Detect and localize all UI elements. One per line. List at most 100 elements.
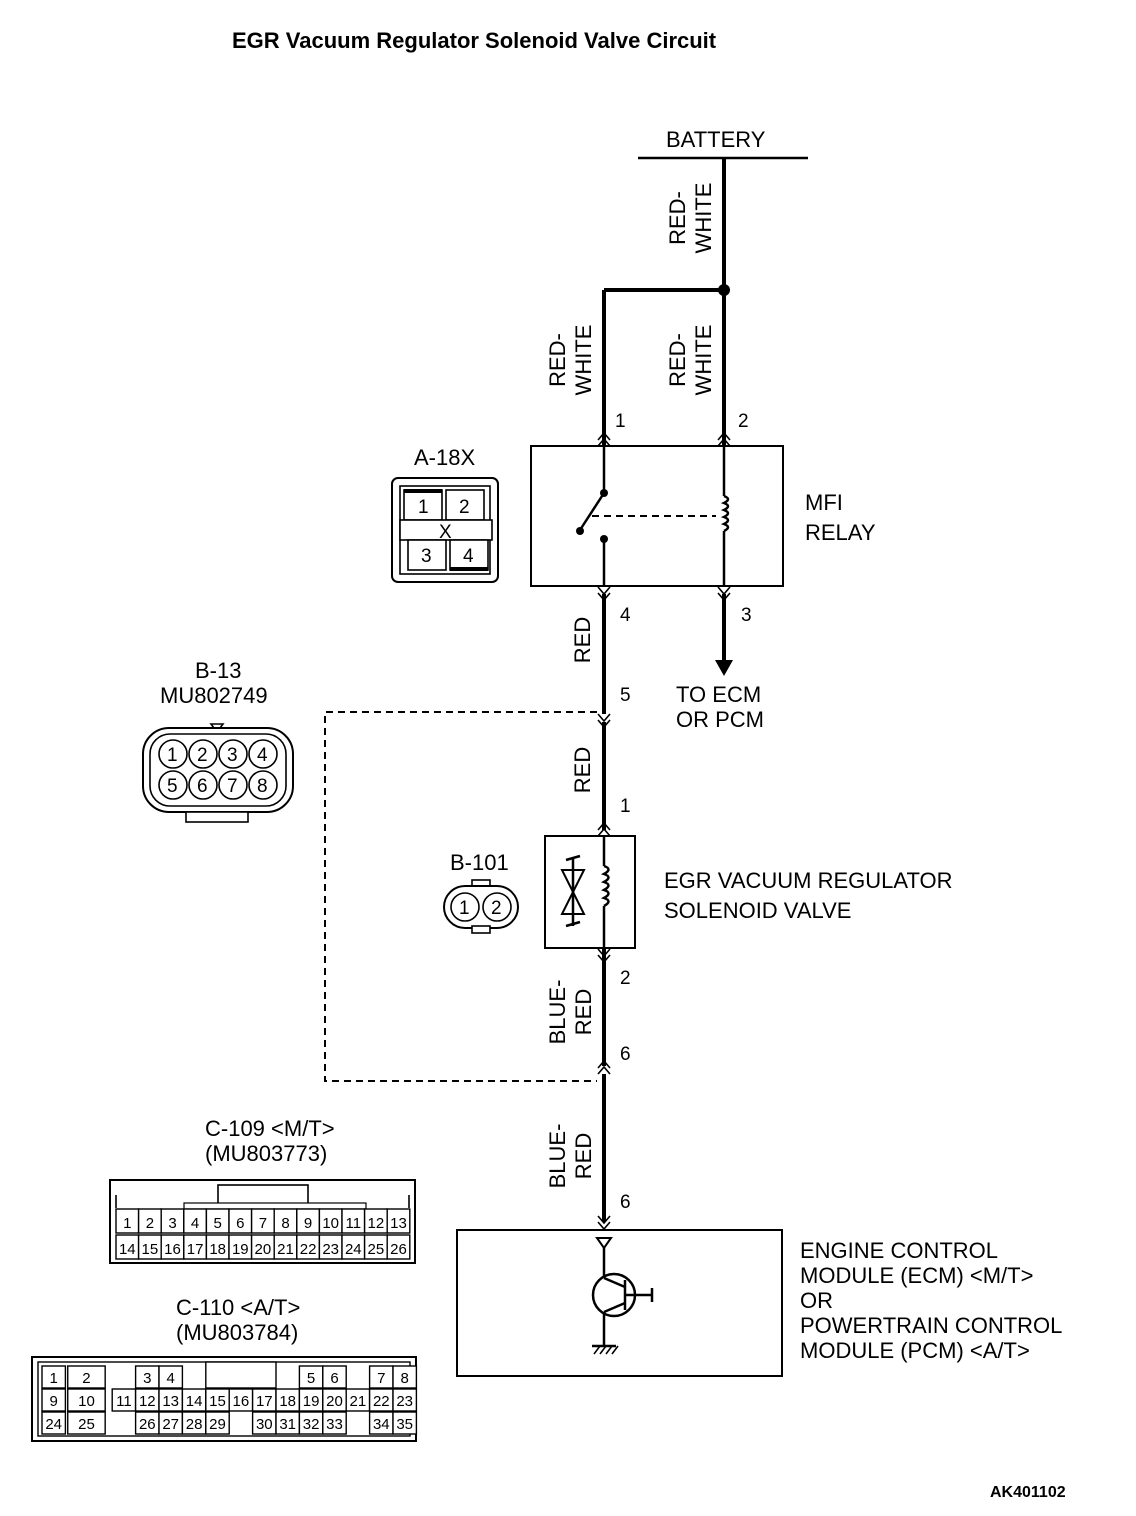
connector-pin: 2 <box>82 1370 90 1387</box>
mfi-relay: MFI RELAY <box>530 445 876 587</box>
connector-b101: B-101 1 2 <box>443 850 519 934</box>
relay-contact <box>576 527 584 535</box>
wire-battery-feed <box>602 158 730 445</box>
connector-pin: 32 <box>303 1416 320 1433</box>
connector-pin: 34 <box>373 1416 390 1433</box>
connector-pin: 26 <box>139 1416 156 1433</box>
connector-pin: 21 <box>350 1393 367 1410</box>
coil-icon <box>600 864 610 908</box>
wire-to-ecm: TO ECM OR PCM <box>676 594 764 732</box>
connector-name: A-18X <box>414 445 475 470</box>
valve-name-line1: EGR VACUUM REGULATOR <box>664 868 952 893</box>
connector-pin: 22 <box>373 1393 390 1410</box>
connector-a18x: A-18X 1 2 X 3 4 <box>391 445 499 583</box>
connector-cavity <box>392 1365 418 1389</box>
connector-pin: 10 <box>78 1393 95 1410</box>
connector-pin: 8 <box>257 776 268 797</box>
connector-part-number: (MU803773) <box>205 1141 327 1166</box>
connector-pin: 19 <box>303 1393 320 1410</box>
wire-label-relay-pin2: RED- WHITE <box>665 325 716 396</box>
ecm-name-line5: MODULE (PCM) <A/T> <box>800 1338 1030 1363</box>
connector-name: C-110 <A/T> <box>176 1295 300 1320</box>
wire-label-relay-pin1: RED- WHITE <box>545 325 596 396</box>
coil-icon <box>720 494 730 533</box>
valve-pin-2: 2 <box>620 968 631 989</box>
connector-cavity <box>67 1411 106 1435</box>
relay-pin-2: 2 <box>738 411 749 432</box>
connector-pin: 2 <box>146 1215 154 1232</box>
connector-pin: 1 <box>418 497 429 518</box>
connector-pin: 14 <box>186 1393 203 1410</box>
wire-color: BLUE- <box>545 980 570 1045</box>
ecm-pin-6: 6 <box>620 1192 631 1213</box>
connector-pin: 1 <box>167 745 178 766</box>
connector-cavity <box>41 1365 67 1389</box>
connector-cavity <box>41 1388 67 1412</box>
relay-pin-3: 3 <box>741 605 752 626</box>
connector-cavity <box>386 1208 411 1234</box>
connector-pin: 4 <box>463 546 474 567</box>
relay-name-line1: MFI <box>805 490 843 515</box>
connector-pin: 8 <box>281 1215 289 1232</box>
connector-cavity <box>322 1365 347 1389</box>
wire-color: RED- <box>665 333 690 387</box>
connector-pin: 23 <box>322 1241 339 1258</box>
connector-pin: 3 <box>421 546 432 567</box>
wire-color: RED <box>571 989 596 1035</box>
connector-pin: 3 <box>143 1370 151 1387</box>
junction-pin-5: 5 <box>620 685 631 706</box>
wire-color: WHITE <box>571 325 596 396</box>
connector-pin: 23 <box>396 1393 413 1410</box>
transistor-icon <box>591 1272 654 1345</box>
connector-pin: 26 <box>390 1241 407 1258</box>
connector-pin: 16 <box>233 1393 250 1410</box>
connector-cavity <box>41 1411 67 1435</box>
connector-pin: 25 <box>368 1241 385 1258</box>
valve-name-line2: SOLENOID VALVE <box>664 898 851 923</box>
connector-pin: 21 <box>277 1241 294 1258</box>
connector-pin: 1 <box>123 1215 131 1232</box>
connector-cavity <box>392 1411 418 1435</box>
connector-pin: 35 <box>396 1416 413 1433</box>
connector-pin: 5 <box>307 1370 315 1387</box>
connector-pin: 15 <box>209 1393 226 1410</box>
connector-pin: 22 <box>300 1241 317 1258</box>
connector-cavity <box>322 1411 347 1435</box>
connector-pin: 2 <box>197 745 208 766</box>
connector-pin: 24 <box>345 1241 362 1258</box>
connector-cavity <box>67 1365 106 1389</box>
connector-pin: 8 <box>401 1370 409 1387</box>
connector-pin: 19 <box>232 1241 249 1258</box>
connector-pin: 13 <box>162 1393 179 1410</box>
connector-pin: 5 <box>167 776 178 797</box>
junction-block-outline <box>324 711 597 1082</box>
wire-color: RED- <box>665 191 690 245</box>
battery-label: BATTERY <box>666 127 766 152</box>
wire-color: RED- <box>545 333 570 387</box>
connector-pin: 24 <box>45 1416 62 1433</box>
connector-cavity <box>67 1388 106 1412</box>
diagram-title: EGR Vacuum Regulator Solenoid Valve Circ… <box>232 28 717 53</box>
ecm-name-line3: OR <box>800 1288 833 1313</box>
connector-pin: 31 <box>279 1416 296 1433</box>
connector-pin: 6 <box>236 1215 244 1232</box>
connector-pin: 16 <box>164 1241 181 1258</box>
wire-color: WHITE <box>691 325 716 396</box>
connector-pin: 5 <box>214 1215 222 1232</box>
connector-pin: 18 <box>209 1241 226 1258</box>
connector-name: B-13 <box>195 658 241 683</box>
ecm-name-line4: POWERTRAIN CONTROL <box>800 1313 1062 1338</box>
connector-pin: 4 <box>167 1370 175 1387</box>
connector-pin: 25 <box>78 1416 95 1433</box>
to-ecm-line2: OR PCM <box>676 707 764 732</box>
connector-pin: 6 <box>197 776 208 797</box>
wire-label-battery-feed: RED- WHITE <box>665 183 716 254</box>
engine-control-module: ENGINE CONTROL MODULE (ECM) <M/T> OR POW… <box>456 1229 1062 1377</box>
connector-pin: 17 <box>256 1393 273 1410</box>
connector-b13: B-13 MU802749 1 2 3 4 5 6 7 8 <box>142 658 294 823</box>
connector-pin: 6 <box>330 1370 338 1387</box>
connector-pin: 10 <box>322 1215 339 1232</box>
